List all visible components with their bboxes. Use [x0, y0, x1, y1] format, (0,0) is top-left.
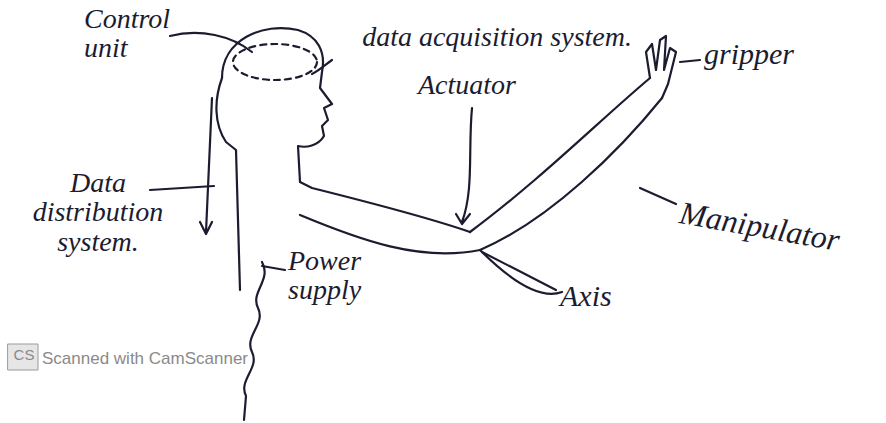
gripper-symbol: [646, 36, 676, 98]
leader-line: [640, 188, 676, 204]
head-outline: [222, 28, 332, 182]
part-label: Control unit: [84, 4, 184, 63]
power-wire: [244, 262, 265, 420]
arm-axis-line: [480, 250, 562, 294]
leader-line: [262, 266, 285, 270]
control-unit-outline: [233, 44, 317, 80]
watermark-logo: [8, 344, 38, 370]
part-label: Actuator: [418, 70, 568, 99]
leader-line: [456, 108, 472, 224]
part-label: Power supply: [288, 246, 398, 305]
leader-line: [680, 60, 700, 62]
leader-line: [482, 252, 556, 290]
watermark: CS: [11, 347, 37, 363]
part-label: data acquisition system.: [332, 22, 632, 51]
forearm: [470, 78, 650, 232]
part-label: Data distribution system.: [8, 168, 188, 256]
leader-line: [312, 60, 332, 74]
leader-line: [150, 186, 214, 190]
leader-line: [170, 33, 252, 52]
arm-lower: [300, 98, 662, 253]
part-label: Manipulator: [677, 196, 880, 264]
part-label: gripper: [704, 38, 844, 70]
head-back: [216, 78, 240, 290]
leader-line: [200, 98, 212, 234]
part-label: Axis: [560, 280, 640, 312]
watermark: Scanned with CamScanner: [42, 350, 302, 368]
